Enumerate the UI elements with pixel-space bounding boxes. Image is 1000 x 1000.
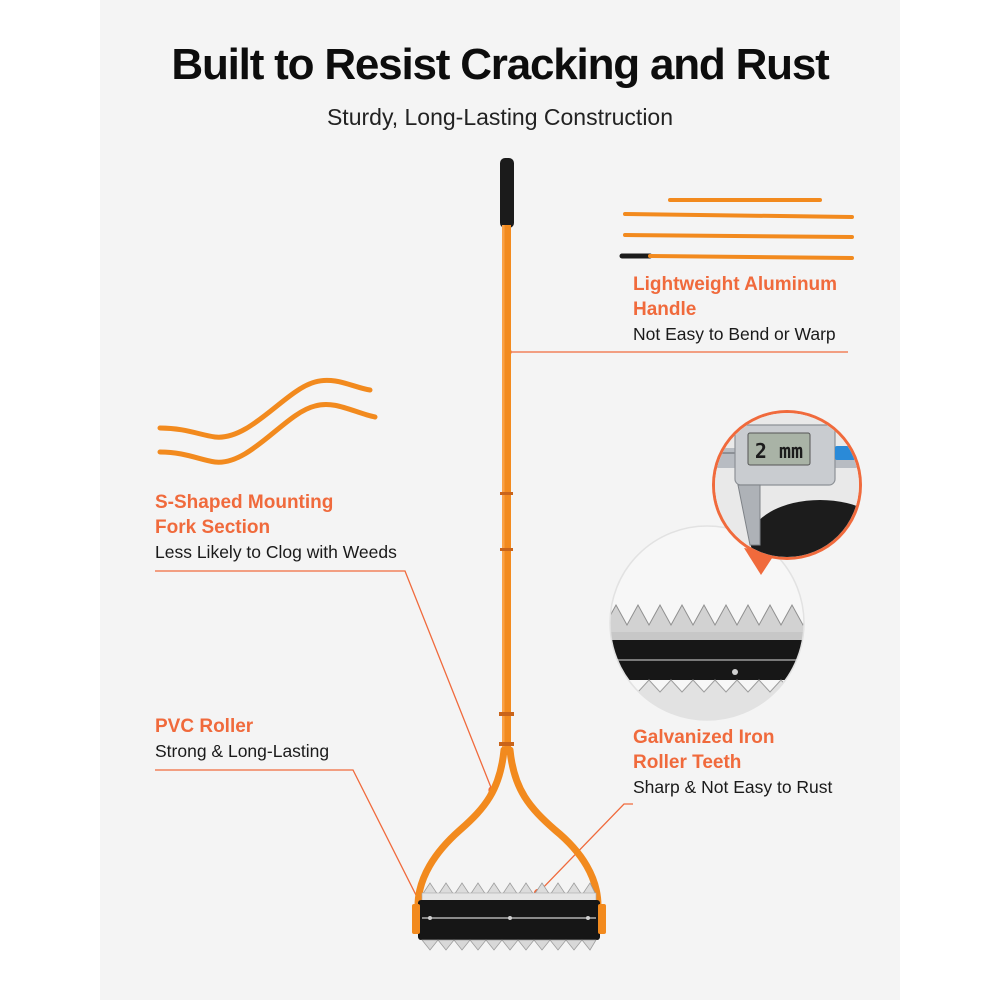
page-title: Built to Resist Cracking and Rust xyxy=(171,40,829,89)
fork-leader-line xyxy=(155,570,493,791)
teeth-leader-line xyxy=(537,803,633,894)
callout-handle-desc: Not Easy to Bend or Warp xyxy=(633,324,836,344)
handle-shaft xyxy=(502,225,511,755)
caliper-display: 2 mm xyxy=(755,439,803,463)
callout-fork-title-line1: S-Shaped Mounting xyxy=(155,492,334,513)
handle-sections xyxy=(619,198,854,260)
callout-fork-title-line2: Fork Section xyxy=(155,517,271,538)
product-illustration: 2 mm xyxy=(155,158,862,951)
callout-fork: S-Shaped Mounting Fork Section Less Like… xyxy=(155,490,397,564)
caliper-zoom-circle: 2 mm xyxy=(712,410,862,575)
callout-teeth-title-line2: Roller Teeth xyxy=(633,752,742,773)
callout-roller-title: PVC Roller xyxy=(155,716,254,737)
roller-teeth-zoom-circle xyxy=(609,525,805,721)
callout-roller-desc: Strong & Long-Lasting xyxy=(155,741,330,761)
fork-arm-left xyxy=(414,746,508,910)
product-infographic: Built to Resist Cracking and Rust Sturdy… xyxy=(100,0,900,1000)
callout-fork-desc: Less Likely to Clog with Weeds xyxy=(155,542,397,562)
callout-teeth-title-line1: Galvanized Iron xyxy=(633,727,775,748)
lawn-aerator-tool xyxy=(412,158,606,951)
callout-handle: Lightweight Aluminum Handle Not Easy to … xyxy=(633,272,837,346)
handle-grip xyxy=(500,158,514,228)
callout-handle-title-line2: Handle xyxy=(633,299,697,320)
callout-roller: PVC Roller Strong & Long-Lasting xyxy=(155,714,329,763)
callout-handle-title-line1: Lightweight Aluminum xyxy=(633,274,838,295)
roller-leader-line xyxy=(155,769,421,904)
callout-teeth: Galvanized Iron Roller Teeth Sharp & Not… xyxy=(633,725,832,799)
callout-teeth-desc: Sharp & Not Easy to Rust xyxy=(633,777,833,797)
fork-arm-right xyxy=(506,746,602,910)
pvc-roller xyxy=(418,900,600,940)
page-subtitle: Sturdy, Long-Lasting Construction xyxy=(326,104,674,130)
fork-pieces xyxy=(157,377,378,465)
